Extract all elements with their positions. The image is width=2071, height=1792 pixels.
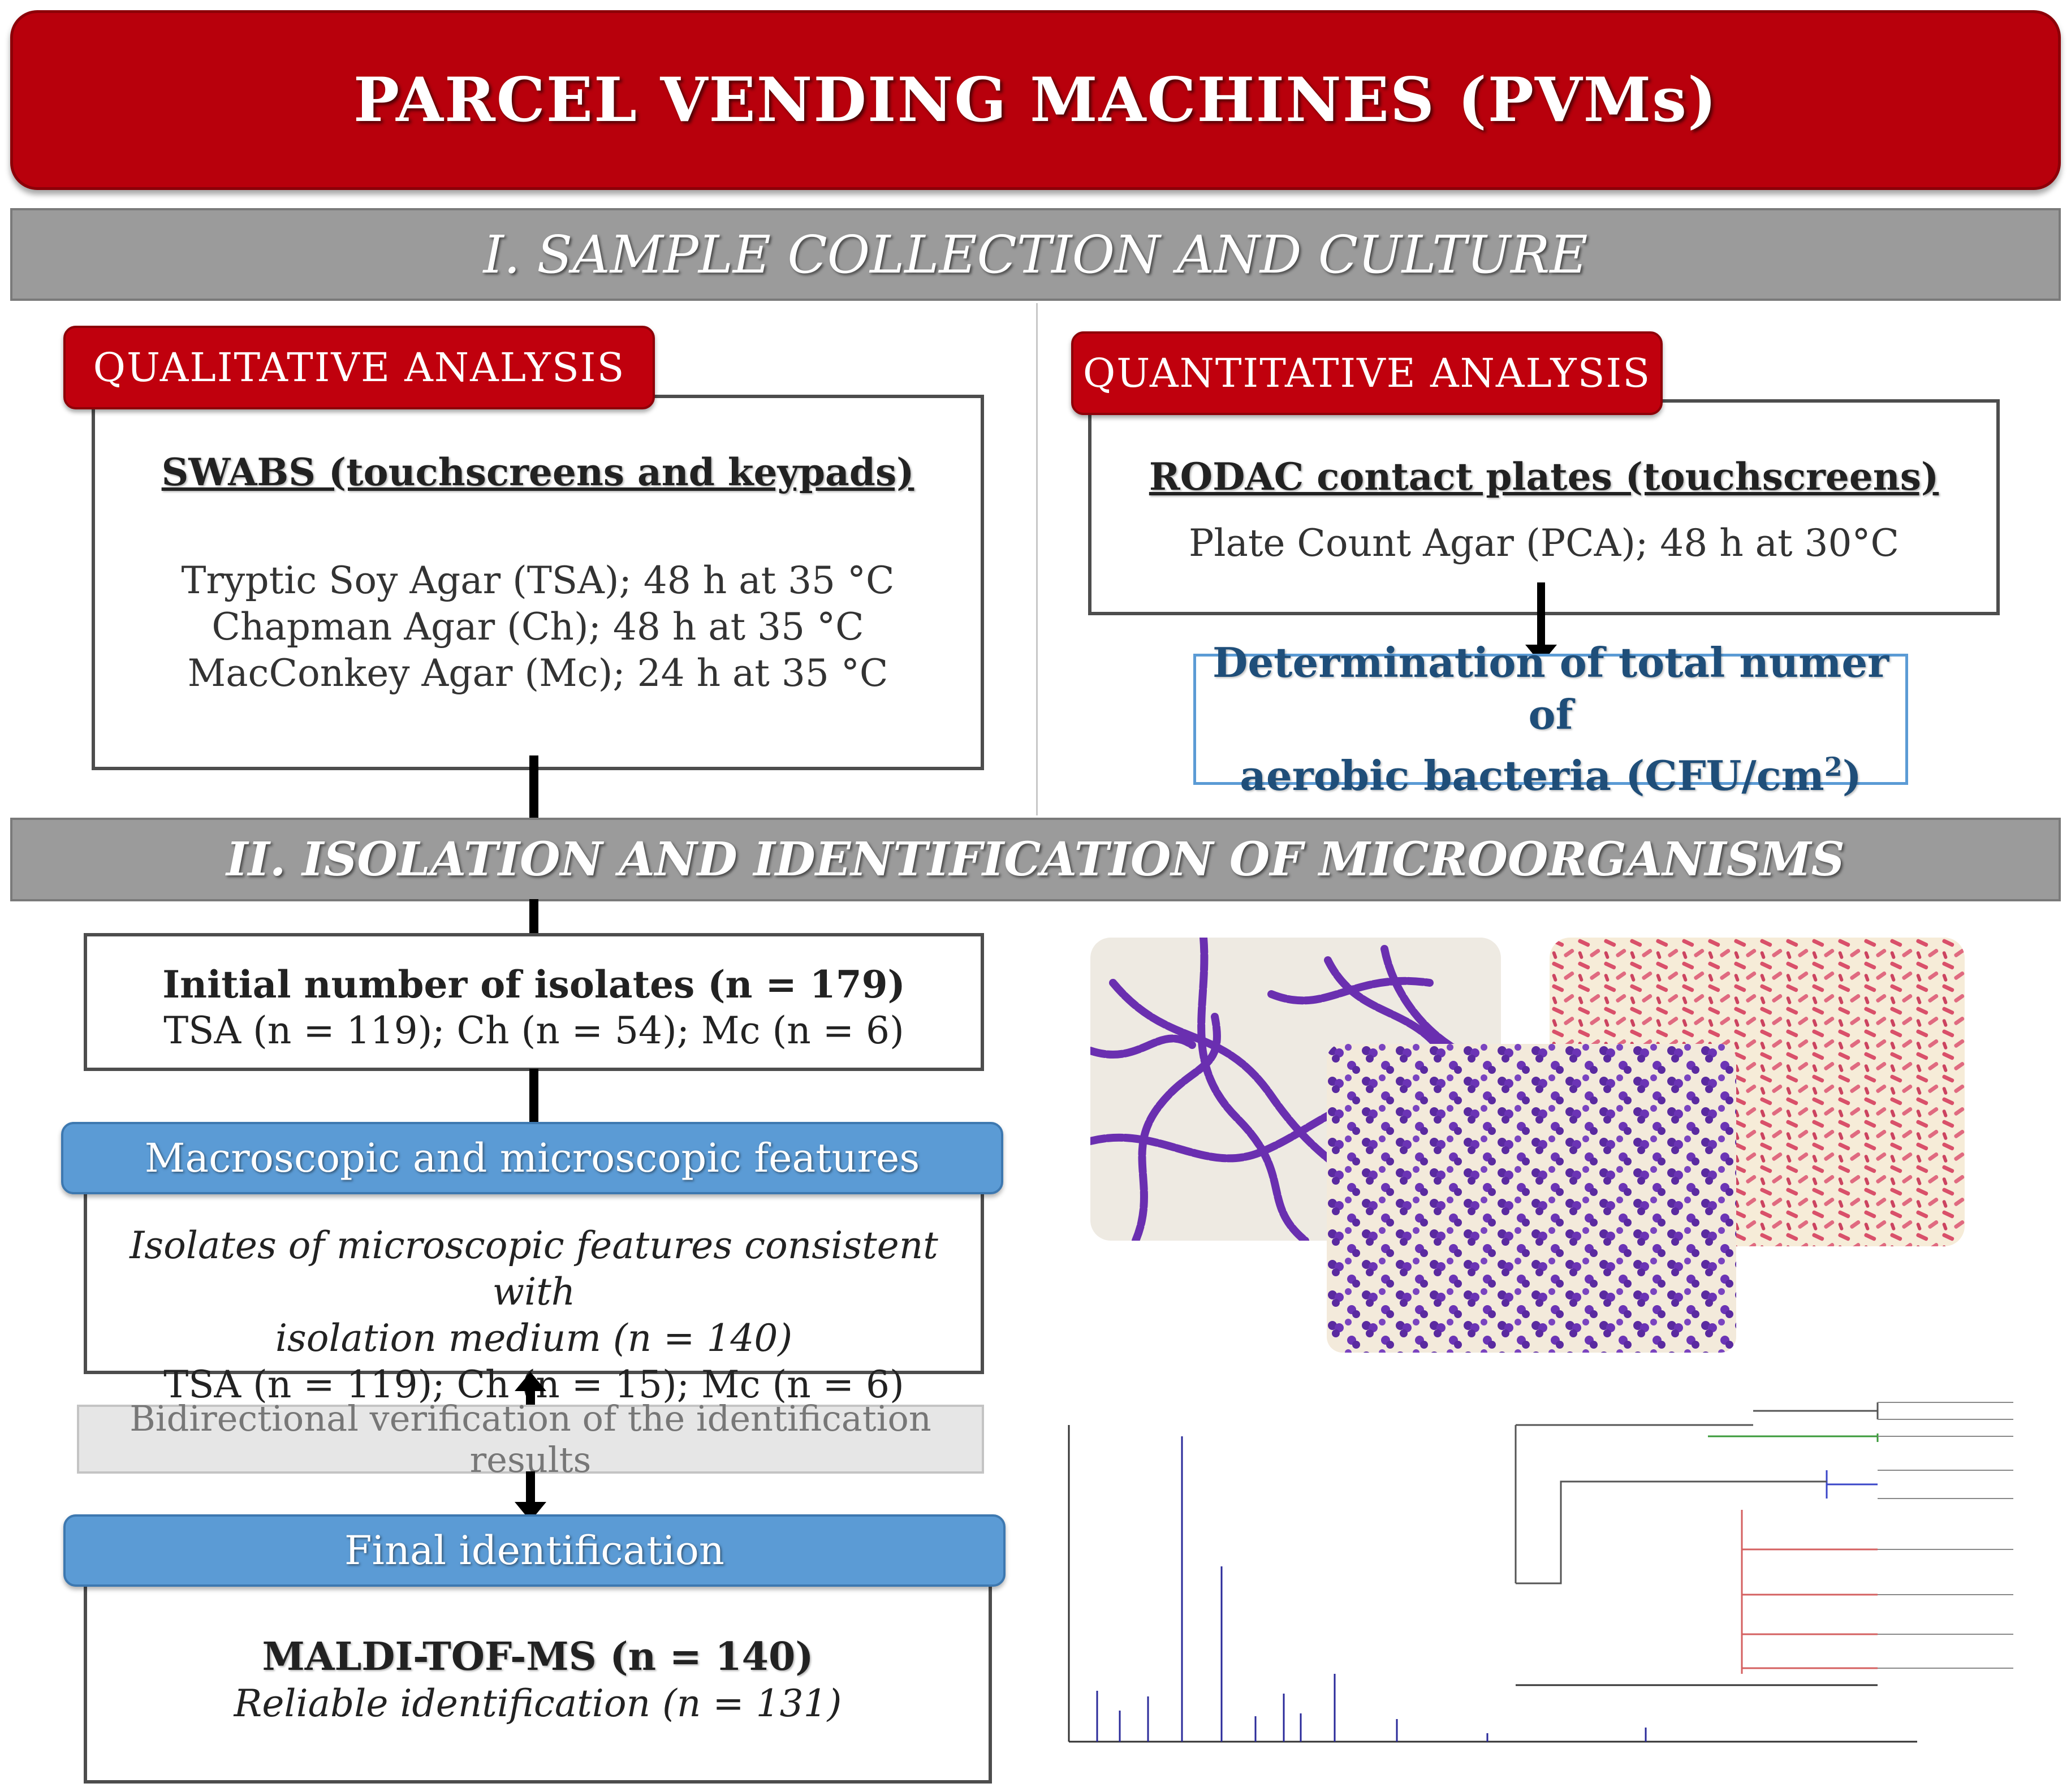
qualitative-box: SWABS (touchscreens and keypads) Tryptic… [92, 395, 984, 770]
quantitative-box: RODAC contact plates (touchscreens) Plat… [1088, 399, 2000, 615]
result-line-1: Determination of total numer of [1212, 638, 1889, 739]
section-bar-isolation-identification: II. ISOLATION AND IDENTIFICATION OF MICR… [10, 818, 2061, 901]
swabs-title: SWABS (touchscreens and keypads) [161, 450, 914, 494]
macroscopic-microscopic-tab: Macroscopic and microscopic features [61, 1122, 1003, 1194]
pca-line: Plate Count Agar (PCA); 48 h at 30°C [1188, 521, 1900, 565]
media-line-tsa: Tryptic Soy Agar (TSA); 48 h at 35 °C [181, 559, 895, 602]
msp-dendrogram-image [1504, 1380, 2025, 1696]
arrow-up-verification [515, 1372, 546, 1391]
qualitative-tab-label: QUALITATIVE ANALYSIS [93, 344, 625, 391]
quantitative-tab-label: QUANTITATIVE ANALYSIS [1082, 350, 1651, 396]
verification-text: Bidirectional verification of the identi… [130, 1398, 931, 1480]
final-identification-tab: Final identification [63, 1514, 1006, 1587]
final-tab-label: Final identification [344, 1527, 724, 1574]
quantitative-analysis-tab: QUANTITATIVE ANALYSIS [1071, 331, 1663, 415]
connector-over-section-bar [529, 899, 538, 939]
initial-isolates-breakdown: TSA (n = 119); Ch (n = 54); Mc (n = 6) [163, 1009, 904, 1052]
maldi-tof-title: MALDI-TOF-MS (n = 140) [262, 1634, 814, 1679]
main-title: PARCEL VENDING MACHINES (PVMs) [353, 64, 1718, 136]
features-tab-label: Macroscopic and microscopic features [144, 1135, 920, 1181]
result-line-2: aerobic bacteria (CFU/cm2) [1240, 752, 1862, 800]
qualitative-analysis-tab: QUALITATIVE ANALYSIS [63, 326, 655, 409]
section-2-title: II. ISOLATION AND IDENTIFICATION OF MICR… [226, 832, 1845, 887]
media-line-chapman: Chapman Agar (Ch); 48 h at 35 °C [212, 605, 864, 649]
features-italic-line-2: isolation medium (n = 140) [275, 1316, 793, 1360]
maldi-mass-spectrum-image [1035, 1425, 1917, 1764]
arrow-shaft-up-verification [526, 1389, 535, 1406]
initial-isolates-box: Initial number of isolates (n = 179) TSA… [84, 933, 984, 1071]
micrograph-purple-cocci [1327, 1044, 1736, 1353]
reliable-identification: Reliable identification (n = 131) [234, 1682, 842, 1725]
rodac-title: RODAC contact plates (touchscreens) [1149, 455, 1939, 499]
section-bar-sample-collection: I. SAMPLE COLLECTION AND CULTURE [10, 208, 2061, 301]
final-identification-box: MALDI-TOF-MS (n = 140) Reliable identifi… [84, 1574, 992, 1784]
features-italic-line-1: Isolates of microscopic features consist… [130, 1224, 938, 1314]
center-divider [1036, 303, 1038, 815]
section-1-title: I. SAMPLE COLLECTION AND CULTURE [483, 224, 1588, 285]
media-line-macconkey: MacConkey Agar (Mc); 24 h at 35 °C [187, 651, 888, 695]
arrow-shaft-quantitative [1537, 582, 1545, 646]
total-aerobic-bacteria-box: Determination of total numer of aerobic … [1193, 638, 1908, 800]
arrow-shaft-features [529, 1069, 538, 1128]
arrow-shaft-final [526, 1471, 535, 1503]
main-banner: PARCEL VENDING MACHINES (PVMs) [10, 10, 2061, 190]
bidirectional-verification-box: Bidirectional verification of the identi… [77, 1398, 984, 1480]
microscopic-features-box: Isolates of microscopic features consist… [84, 1182, 984, 1406]
initial-isolates-title: Initial number of isolates (n = 179) [162, 962, 905, 1007]
